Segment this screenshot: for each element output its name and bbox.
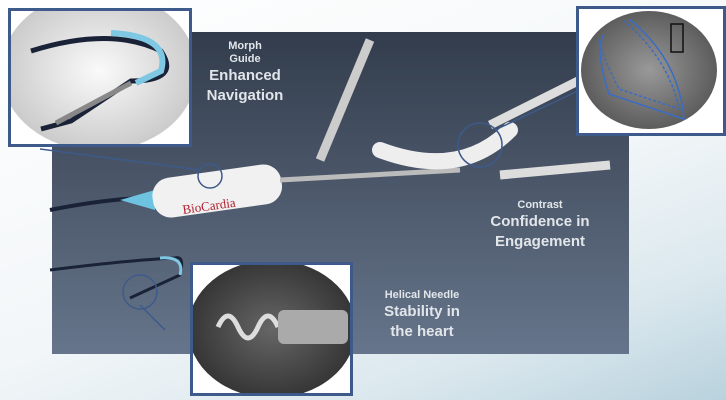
- inset-fluoroscopy: [576, 6, 726, 136]
- label-contrast: Contrast Confidence in Engagement: [490, 199, 590, 250]
- label-morph-guide: Morph Guide Enhanced Navigation: [206, 40, 284, 104]
- inset-helical-needle: [190, 262, 353, 396]
- label-helical-needle: Helical Needle Stability in the heart: [384, 289, 460, 340]
- inset-morph-guide: [8, 8, 192, 147]
- catheter-system-illustration: BioCardia: [40, 38, 611, 330]
- brand-logo: BioCardia: [181, 195, 236, 217]
